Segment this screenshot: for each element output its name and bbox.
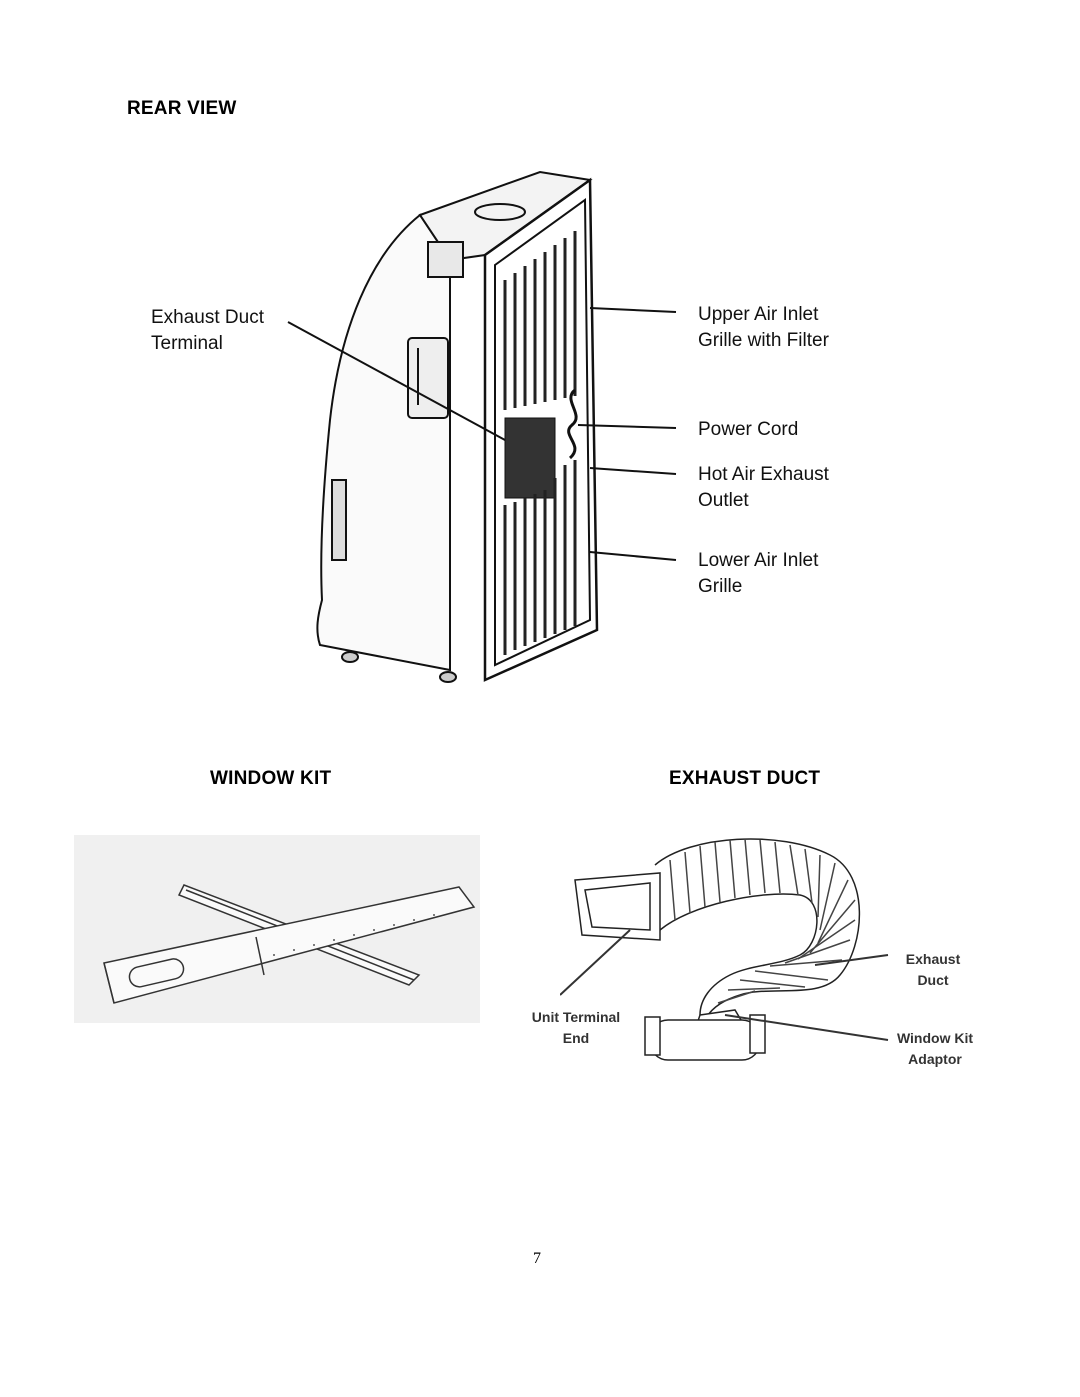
hot-air-exhaust-label: Hot Air Exhaust Outlet xyxy=(698,462,829,514)
rear-view-heading: REAR VIEW xyxy=(127,98,237,119)
label-line: End xyxy=(562,1030,590,1046)
label-line: Grille xyxy=(698,576,743,597)
label-line: Adaptor xyxy=(908,1051,962,1067)
exhaust-duct-heading: EXHAUST DUCT xyxy=(669,768,821,789)
upper-air-inlet-label: Upper Air Inlet Grille with Filter xyxy=(698,302,829,354)
label-line: Unit Terminal xyxy=(531,1009,621,1025)
rear-view-illustration xyxy=(316,170,599,683)
window-kit-heading: WINDOW KIT xyxy=(210,768,332,789)
label-line: Terminal xyxy=(151,333,223,354)
label-line: Exhaust Duct xyxy=(151,307,264,328)
window-kit-illustration xyxy=(74,835,480,1023)
label-line: Window Kit xyxy=(896,1030,974,1046)
exhaust-duct-label: Exhaust Duct xyxy=(893,949,973,991)
label-line: Exhaust xyxy=(905,951,961,967)
page-number: 7 xyxy=(533,1250,541,1267)
exhaust-duct-illustration xyxy=(560,838,889,1061)
label-line: Duct xyxy=(917,972,949,988)
label-line: Grille with Filter xyxy=(698,330,829,351)
lower-air-inlet-label: Lower Air Inlet Grille xyxy=(698,548,818,600)
exhaust-duct-terminal-label: Exhaust Duct Terminal xyxy=(151,305,264,357)
label-line: Lower Air Inlet xyxy=(698,550,819,571)
label-line: Hot Air Exhaust xyxy=(698,464,829,485)
unit-terminal-end-label: Unit Terminal End xyxy=(516,1007,636,1049)
window-kit-adaptor-label: Window Kit Adaptor xyxy=(880,1028,990,1070)
label-line: Outlet xyxy=(698,490,749,511)
label-line: Upper Air Inlet xyxy=(698,304,819,325)
rear-view-leader-lines xyxy=(287,307,677,561)
label-line: Power Cord xyxy=(698,419,799,440)
power-cord-label: Power Cord xyxy=(698,417,798,443)
